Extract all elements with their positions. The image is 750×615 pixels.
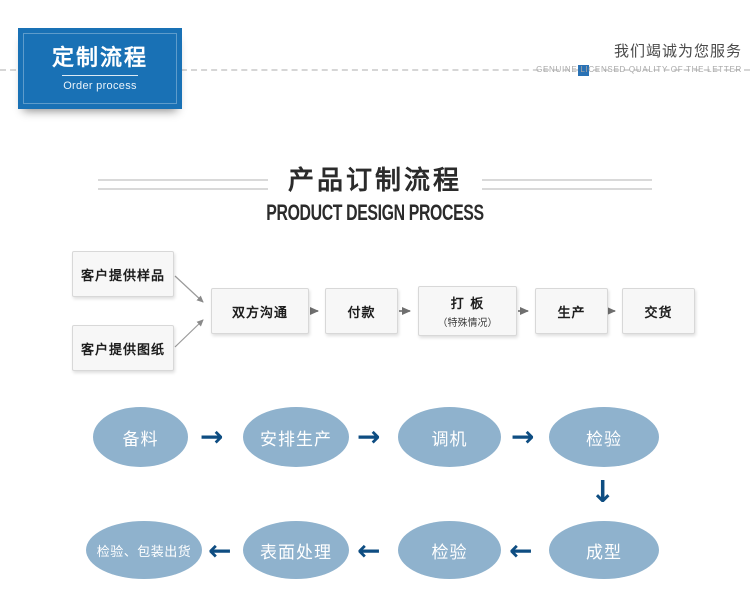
header-dashed-rule	[0, 69, 750, 71]
header-slogan: 我们竭诚为您服务 GENUINE LICENSED QUALITY OF THE…	[536, 40, 742, 74]
flow-box-proofing[interactable]: 打 板 （特殊情况）	[418, 286, 517, 336]
flow-box-label: 交货	[644, 305, 673, 321]
flow-box-label: 付款	[347, 305, 376, 321]
oval-inspection-2[interactable]: 检验	[398, 521, 501, 579]
oval-label: 安排生产	[260, 429, 332, 450]
badge-inner-border	[23, 33, 177, 104]
oval-label: 调机	[431, 429, 468, 450]
flow-box-payment[interactable]: 付款	[325, 288, 398, 334]
oval-label: 检验、包装出货	[96, 544, 192, 560]
flow-box-label: 双方沟通	[231, 305, 288, 321]
oval-schedule-production[interactable]: 安排生产	[243, 407, 349, 467]
badge-title-en: Order process	[63, 80, 137, 92]
oval-surface-treatment[interactable]: 表面处理	[243, 521, 349, 579]
oval-inspection-1[interactable]: 检验	[549, 407, 659, 467]
flow-box-label: 打 板	[450, 297, 485, 312]
slogan-cn: 我们竭诚为您服务	[613, 42, 742, 60]
arrow-left-icon: ←	[208, 534, 232, 567]
title-rule-left	[98, 179, 268, 190]
slogan-en: GENUINE LICENSED QUALITY OF THE LETTER	[536, 65, 742, 74]
section-title: 产品订制流程 PRODUCT DESIGN PROCESS	[0, 160, 750, 226]
flow-box-customer-drawing[interactable]: 客户提供图纸	[72, 325, 174, 371]
oval-machine-setup[interactable]: 调机	[398, 407, 501, 467]
arrow-left-icon: ←	[357, 534, 381, 567]
arrow-right-icon: →	[511, 420, 535, 453]
oval-label: 备料	[122, 429, 159, 450]
oval-inspect-pack-ship[interactable]: 检验、包装出货	[86, 521, 202, 579]
title-rule-right	[482, 179, 652, 190]
oval-label: 成型	[586, 542, 622, 563]
page-header: 定制流程 Order process 我们竭诚为您服务 GENUINE LICE…	[0, 0, 750, 135]
oval-label: 检验	[431, 542, 468, 563]
order-process-badge: 定制流程 Order process	[18, 28, 182, 109]
flow-box-customer-sample[interactable]: 客户提供样品	[72, 251, 174, 297]
header-accent-square	[578, 65, 589, 76]
oval-material-prep[interactable]: 备料	[93, 407, 188, 467]
oval-forming[interactable]: 成型	[549, 521, 659, 579]
flow-box-sublabel: （特殊情况）	[437, 318, 498, 329]
flow-box-production[interactable]: 生产	[535, 288, 608, 334]
flow-box-label: 生产	[557, 305, 586, 321]
flow-box-label: 客户提供图纸	[80, 342, 165, 358]
arrow-left-icon: ←	[509, 534, 533, 567]
arrow-down-icon: ↓	[590, 475, 616, 510]
flow-box-label: 客户提供样品	[80, 268, 165, 284]
section-title-en: PRODUCT DESIGN PROCESS	[266, 200, 484, 225]
flow-box-communication[interactable]: 双方沟通	[211, 288, 309, 334]
badge-underline	[62, 75, 138, 76]
badge-title-cn: 定制流程	[51, 46, 148, 71]
oval-label: 表面处理	[260, 542, 332, 563]
arrow-right-icon: →	[200, 420, 224, 453]
arrow-right-icon: →	[357, 420, 381, 453]
flow-box-delivery[interactable]: 交货	[622, 288, 695, 334]
oval-label: 检验	[586, 429, 622, 450]
section-title-cn: 产品订制流程	[287, 166, 462, 196]
